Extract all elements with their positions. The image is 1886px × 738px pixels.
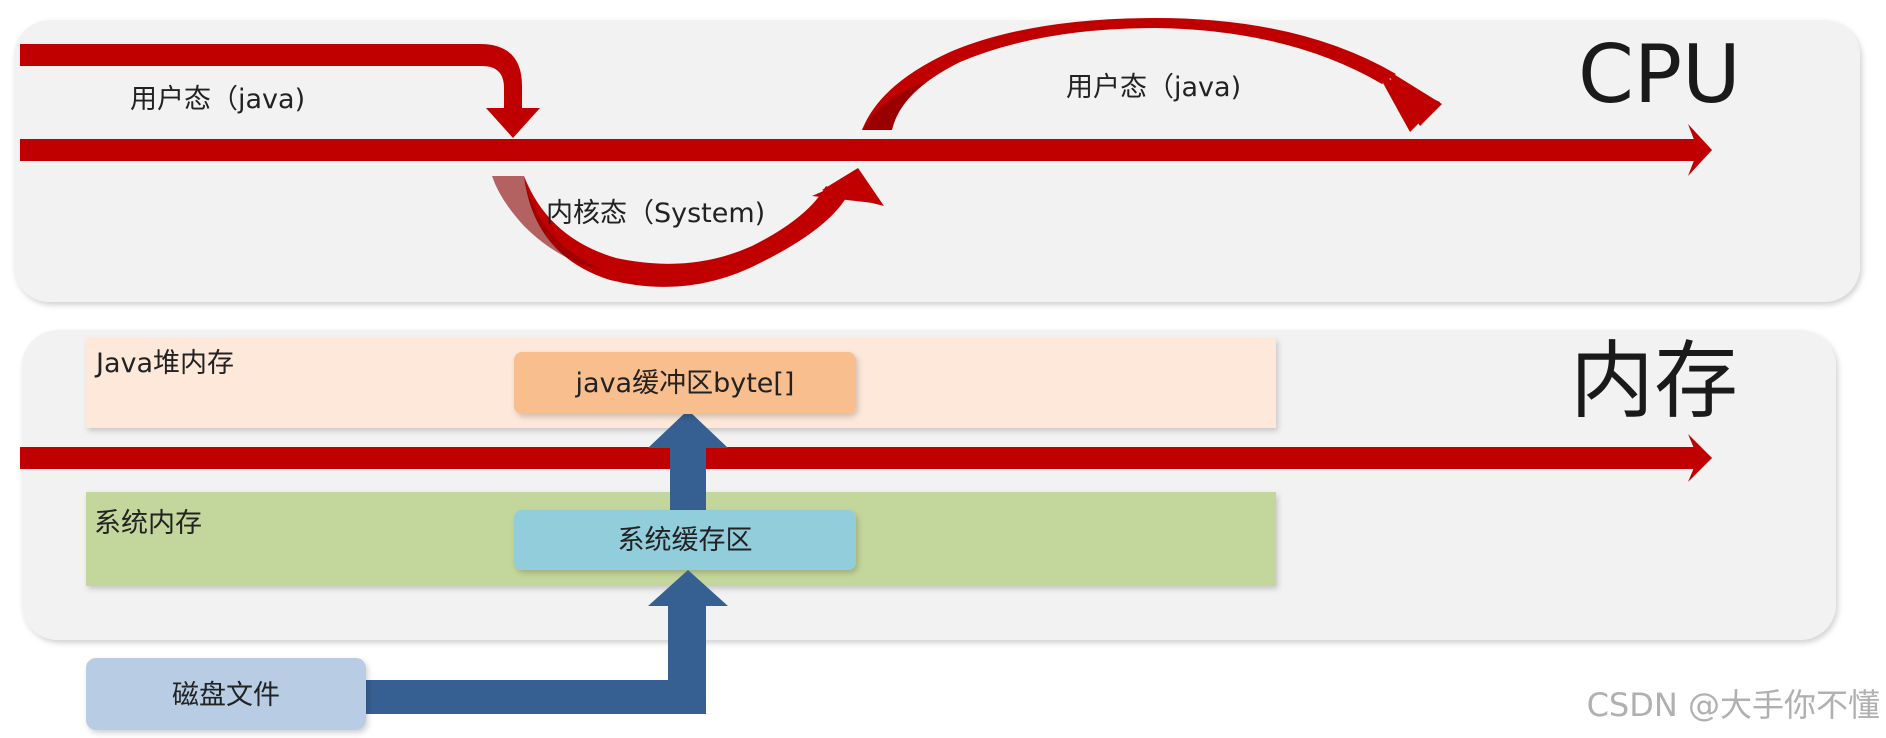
user-mode-right-label: 用户态（java) xyxy=(1066,72,1241,103)
java-buffer-box xyxy=(514,352,856,414)
system-buffer-label: 系统缓存区 xyxy=(618,525,753,556)
system-buffer-box xyxy=(514,510,856,570)
disk-to-system-buffer-arrow xyxy=(360,570,728,714)
memory-timeline-arrow xyxy=(20,434,1712,482)
user-mode-left-label: 用户态（java) xyxy=(130,84,305,115)
java-heap-label: Java堆内存 xyxy=(94,348,234,379)
disk-file-box xyxy=(86,658,366,730)
watermark: CSDN @大手你不懂 xyxy=(1587,686,1880,724)
user-mode-left-arrow xyxy=(20,44,540,138)
system-to-java-buffer-arrow xyxy=(648,410,728,512)
user-mode-right-arrow xyxy=(862,18,1442,132)
kernel-mode-arrow xyxy=(492,168,884,287)
disk-file-label: 磁盘文件 xyxy=(172,680,280,711)
memory-title: 内存 xyxy=(1570,332,1738,430)
system-memory-label: 系统内存 xyxy=(94,508,202,539)
kernel-mode-label: 内核态（System) xyxy=(546,198,765,229)
java-buffer-label: java缓冲区byte[] xyxy=(575,368,795,399)
cpu-timeline-arrow xyxy=(20,124,1712,176)
cpu-title: CPU xyxy=(1578,28,1741,121)
